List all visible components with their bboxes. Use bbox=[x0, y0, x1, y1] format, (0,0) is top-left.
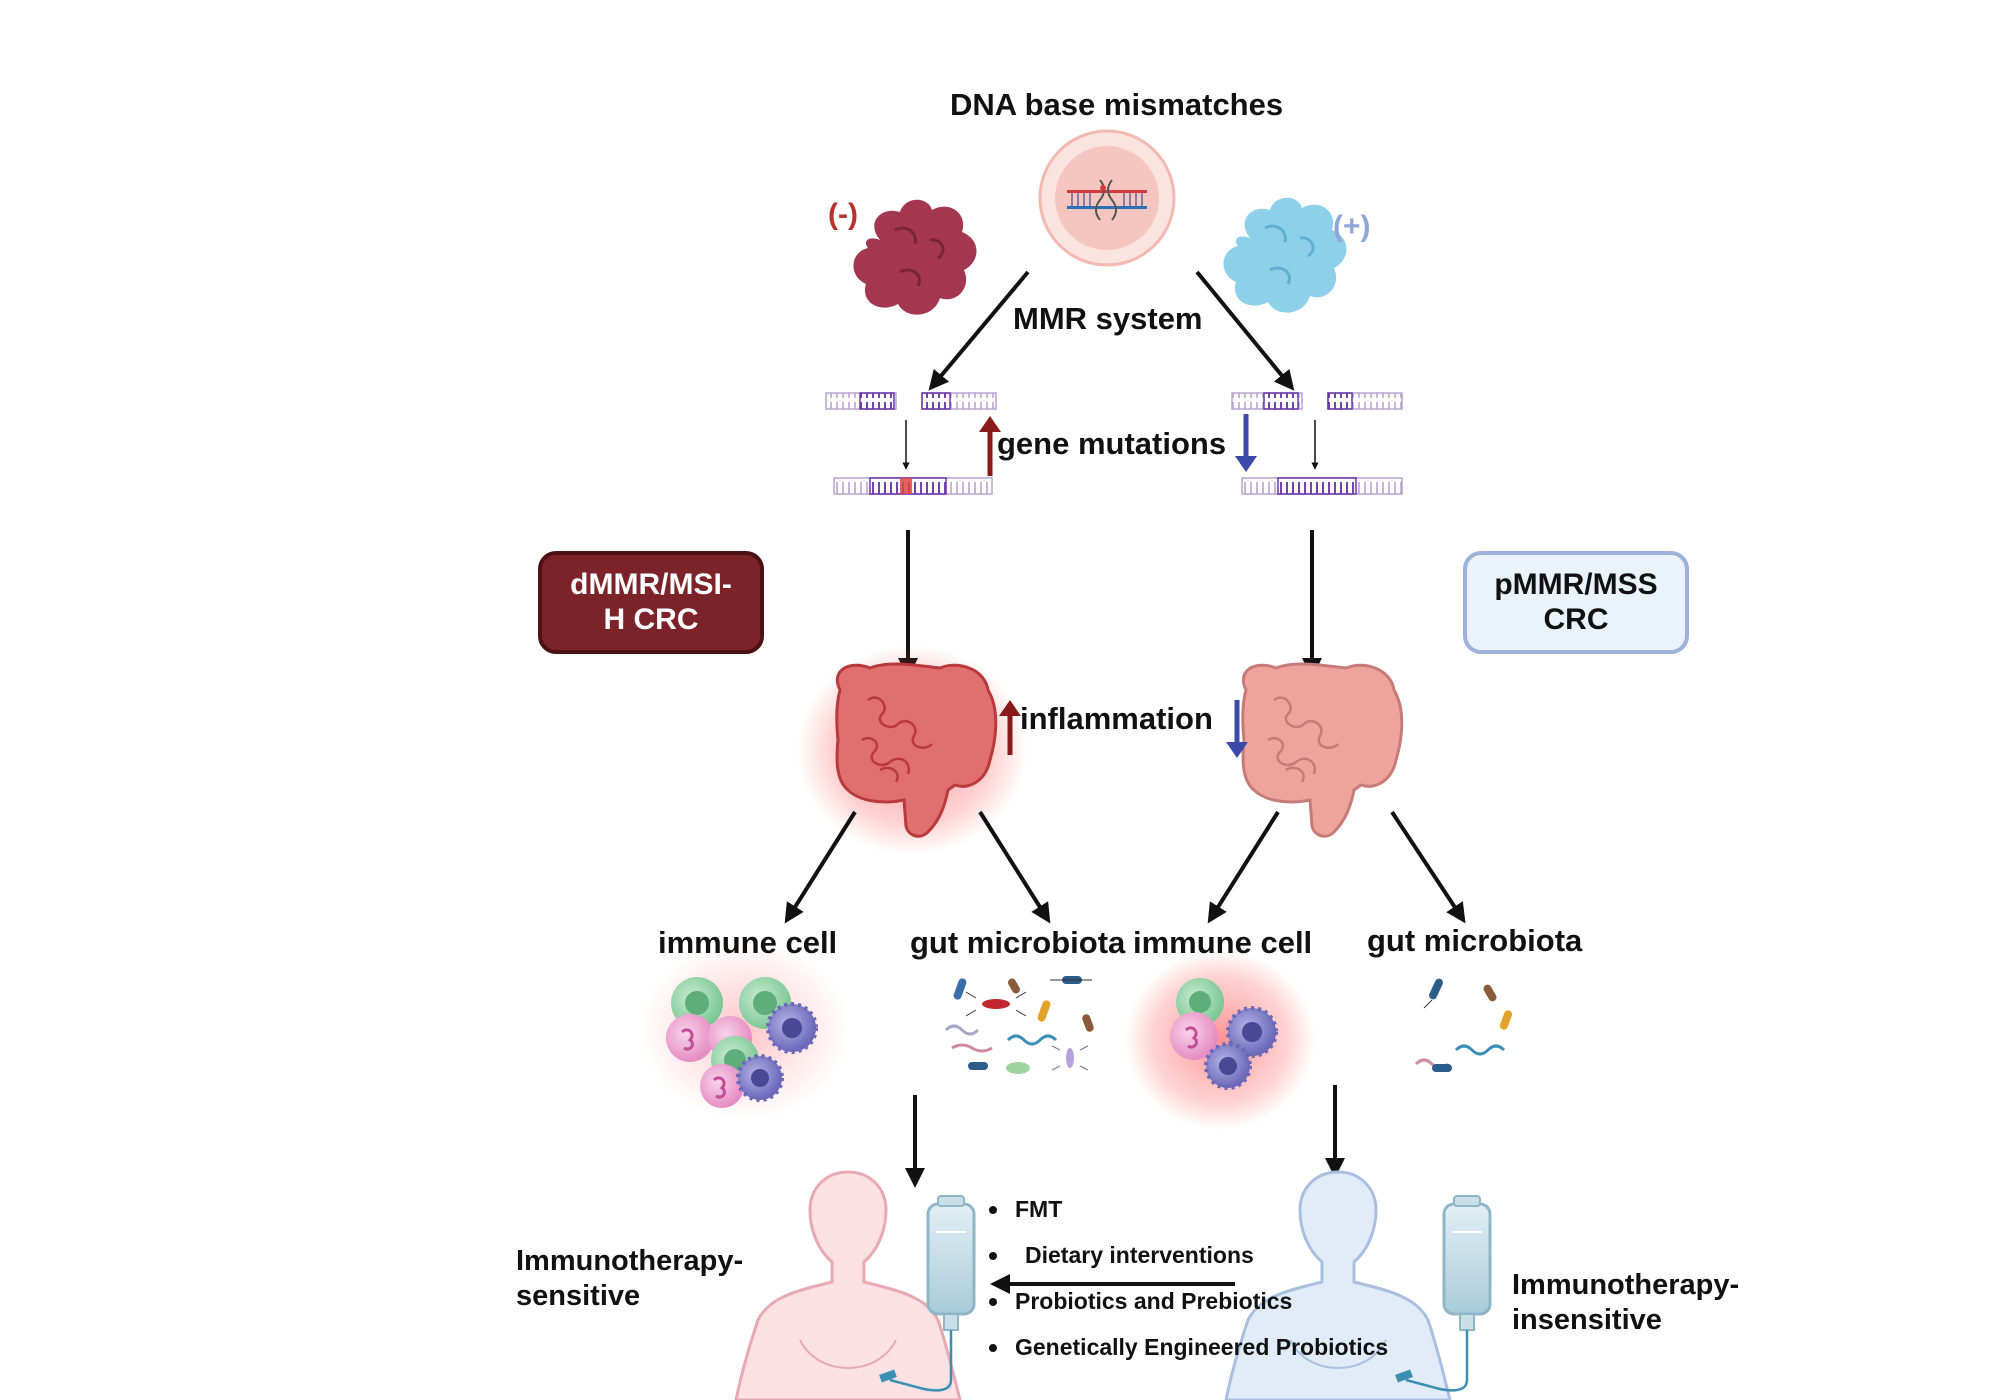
iv-bag-icon bbox=[879, 1195, 976, 1392]
left-immune-cell-label: immune cell bbox=[658, 925, 838, 960]
right-immune-cell-label: immune cell bbox=[1133, 925, 1313, 960]
bacteria-icon bbox=[1414, 978, 1513, 1072]
treatment-item: Probiotics and Prebiotics bbox=[985, 1287, 1388, 1333]
mmr-system-label: MMR system bbox=[1013, 301, 1203, 336]
proficient-sign: (+) bbox=[1333, 210, 1371, 243]
treatment-item: Dietary interventions bbox=[985, 1241, 1388, 1287]
immunotherapy-sensitive-label: Immunotherapy- sensitive bbox=[516, 1245, 744, 1312]
diagram-title: DNA base mismatches bbox=[950, 87, 1284, 122]
treatment-item: FMT bbox=[985, 1195, 1388, 1241]
treatment-list: FMT Dietary interventions Probiotics and… bbox=[985, 1195, 1388, 1379]
left-gut-microbiota-label: gut microbiota bbox=[910, 925, 1126, 960]
deficient-sign: (-) bbox=[828, 198, 858, 231]
pmmr-mss-crc-box: pMMR/MSS CRC bbox=[1463, 551, 1689, 654]
human-body-icon bbox=[734, 1170, 962, 1400]
dna-mismatch-icon bbox=[1038, 129, 1176, 267]
intestine-icon bbox=[1241, 662, 1404, 838]
inflammation-label: inflammation bbox=[1020, 701, 1213, 736]
immune-cells-icon bbox=[1125, 950, 1315, 1130]
right-gut-microbiota-label: gut microbiota bbox=[1367, 923, 1583, 958]
mmr-protein-proficient-icon bbox=[1223, 197, 1347, 313]
immune-cells-icon bbox=[640, 940, 850, 1120]
treatment-item: Genetically Engineered Probiotics bbox=[985, 1333, 1388, 1379]
dna-strand-icon bbox=[825, 392, 997, 495]
dna-strand-icon bbox=[1231, 392, 1403, 495]
gene-mutations-label: gene mutations bbox=[997, 426, 1227, 461]
dmmr-msi-h-crc-box: dMMR/MSI- H CRC bbox=[538, 551, 764, 654]
iv-bag-icon bbox=[1395, 1195, 1492, 1392]
mmr-protein-deficient-icon bbox=[853, 199, 977, 315]
human-body-icon bbox=[1224, 1170, 1452, 1400]
bacteria-icon bbox=[944, 976, 1094, 1074]
immunotherapy-insensitive-label: Immunotherapy- insensitive bbox=[1512, 1269, 1740, 1336]
intestine-icon bbox=[797, 645, 1027, 855]
